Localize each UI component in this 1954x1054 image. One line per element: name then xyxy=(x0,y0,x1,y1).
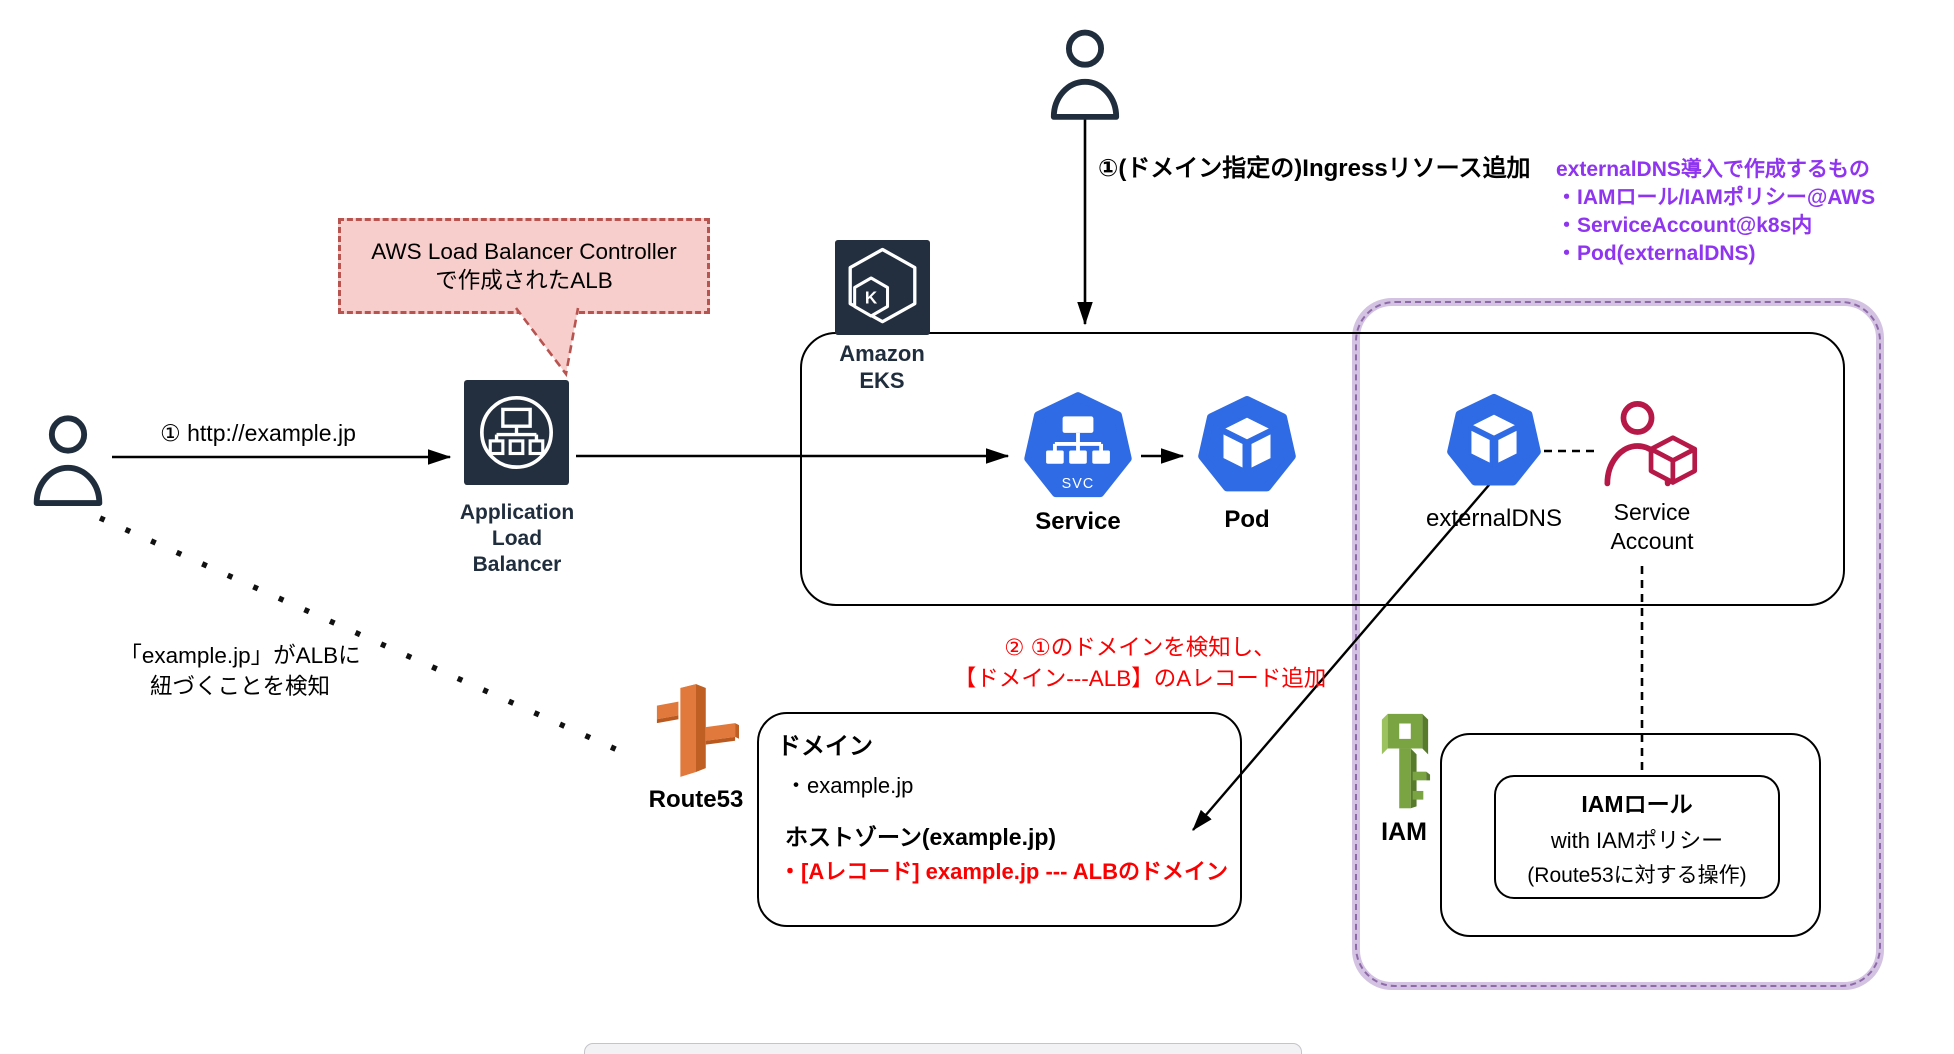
pod-label: Pod xyxy=(1224,506,1270,533)
record-add-note: ② ①のドメインを検知し、 【ドメイン---ALB】のAレコード追加 xyxy=(898,632,1382,694)
alb-callout-tail xyxy=(514,307,580,378)
route53-domain-box: ドメイン ・example.jp ホストゾーン(example.jp) ・[Aレ… xyxy=(757,712,1242,927)
route53-icon xyxy=(656,684,739,777)
domain-heading: ドメイン xyxy=(777,733,873,760)
iam-outer-box xyxy=(1440,733,1821,937)
svg-text:K: K xyxy=(865,289,878,308)
horizontal-scrollbar[interactable] xyxy=(584,1043,1302,1054)
service-label: Service xyxy=(1035,508,1121,535)
hostzone-heading: ホストゾーン(example.jp) xyxy=(785,824,1057,850)
externaldns-scope-container xyxy=(1352,298,1884,990)
externaldns-note: externalDNS導入で作成するもの ・IAMロール/IAMポリシー@AWS… xyxy=(1556,156,1952,268)
iam-icon xyxy=(1381,713,1431,809)
user-icon-left xyxy=(33,415,103,506)
externaldns-note-item-pod: ・Pod(externalDNS) xyxy=(1556,242,1756,265)
externaldns-note-item-sa: ・ServiceAccount@k8s内 xyxy=(1556,214,1813,237)
eks-icon: K xyxy=(835,240,930,335)
alb-icon xyxy=(464,380,569,485)
user-icon-top xyxy=(1050,29,1120,120)
externaldns-note-title: externalDNS導入で作成するもの xyxy=(1556,158,1870,181)
service-account-icon xyxy=(1604,401,1698,487)
http-request-label: ① http://example.jp xyxy=(160,420,356,446)
iam-role-line3: (Route53に対する操作) xyxy=(1527,864,1747,887)
eks-cluster-box xyxy=(800,332,1845,606)
route53-label: Route53 xyxy=(648,786,744,813)
iam-role-title: IAMロール xyxy=(1581,791,1693,817)
externaldns-label: externalDNS xyxy=(1425,505,1563,532)
service-account-label: Service Account xyxy=(1610,499,1694,554)
ingress-step-label: ①(ドメイン指定の)Ingressリソース追加 xyxy=(1098,155,1531,182)
iam-role-line2: with IAMポリシー xyxy=(1550,828,1724,853)
record-add-note-line2: 【ドメイン---ALB】のAレコード追加 xyxy=(953,666,1327,691)
alb-label: Application Load Balancer xyxy=(459,501,575,576)
externaldns-note-item-iam: ・IAMロール/IAMポリシー@AWS xyxy=(1556,186,1876,209)
externaldns-scope-dashed-border xyxy=(1355,301,1881,987)
a-record-item: ・[Aレコード] example.jp --- ALBのドメイン xyxy=(779,859,1228,884)
k8s-service-icon: SVC xyxy=(1024,392,1132,498)
eks-label: Amazon EKS xyxy=(839,341,925,393)
externaldns-pod-icon xyxy=(1447,393,1541,486)
iam-role-box: IAMロール with IAMポリシー (Route53に対する操作) xyxy=(1494,775,1780,899)
alb-callout-bubble: AWS Load Balancer Controller で作成されたALB xyxy=(338,218,710,314)
record-add-note-line1: ② ①のドメインを検知し、 xyxy=(1004,635,1276,660)
iam-label: IAM xyxy=(1381,818,1427,846)
k8s-pod-icon xyxy=(1198,396,1296,492)
svc-badge: SVC xyxy=(1062,476,1095,492)
detection-note: 「example.jp」がALBに 紐づくことを検知 xyxy=(119,643,361,699)
domain-item: ・example.jp xyxy=(785,773,914,798)
